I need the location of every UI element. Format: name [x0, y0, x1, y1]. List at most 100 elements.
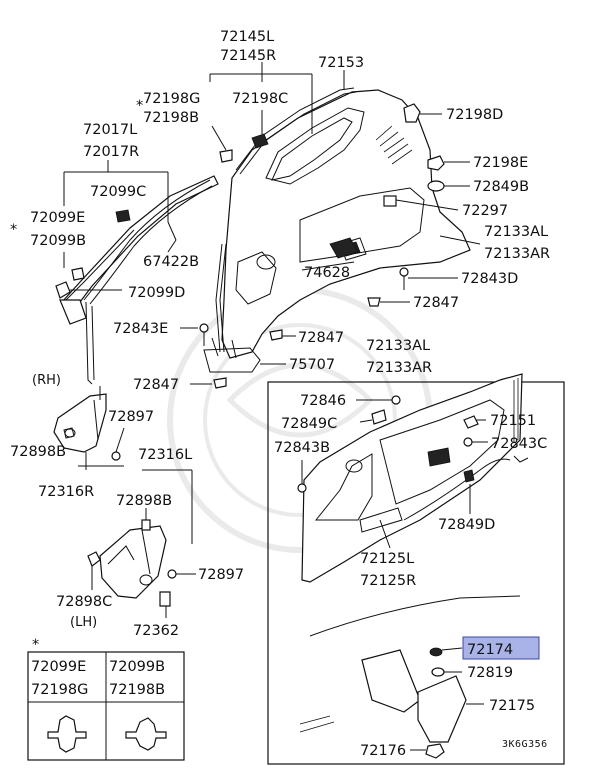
label-74628: 74628: [304, 265, 350, 281]
clip-72198e: [427, 155, 470, 171]
clip-72847-top: [367, 297, 410, 307]
leader-72297: [383, 195, 459, 211]
label-72897-low: 72897: [198, 567, 244, 583]
pillar-trim-72017: [59, 175, 219, 385]
label-72174: 72174: [467, 642, 513, 658]
clip-72099d: [55, 281, 122, 299]
screw-72897-low: [167, 569, 196, 579]
leader-72125: [379, 519, 391, 549]
clip-72898c: [87, 551, 101, 590]
clip-picture-2: [125, 717, 167, 751]
label-72099b: 72099B: [30, 233, 86, 249]
label-72847-low: 72847: [133, 377, 179, 393]
label-72099d: 72099D: [128, 285, 185, 301]
clip-picture-1: [47, 715, 87, 753]
table-r1c1b: 72198G: [31, 682, 88, 698]
label-72843d: 72843D: [461, 271, 518, 287]
rear-panel-detail: [299, 595, 521, 743]
label-72316r: 72316R: [38, 484, 94, 500]
clip-72819: [431, 667, 462, 677]
clip-72198d: [403, 103, 442, 123]
clip-72198c: [251, 110, 269, 149]
clip-72847-low: [190, 377, 227, 389]
screw-72897-top: [111, 427, 125, 461]
label-72198e: 72198E: [473, 155, 528, 171]
leader-72133a-top: [439, 235, 481, 245]
label-72198b: 72198B: [143, 110, 199, 126]
label-72133ar-box: 72133AR: [366, 360, 432, 376]
label-72897-top: 72897: [108, 409, 154, 425]
screw-72843c: [463, 437, 529, 463]
label-72198g: 72198G: [143, 91, 200, 107]
clip-72099e: [71, 267, 85, 281]
step-trim-rh: [53, 386, 124, 470]
detail-box: [267, 381, 565, 765]
screw-72843b: [297, 460, 307, 493]
legend-table: [27, 651, 185, 761]
label-rh: (RH): [32, 373, 61, 388]
label-72153: 72153: [318, 55, 364, 71]
clip-72198g-b: [211, 125, 233, 163]
label-72125l: 72125L: [360, 551, 414, 567]
label-72099c: 72099C: [90, 184, 146, 200]
label-72849d: 72849D: [438, 517, 495, 533]
label-72176: 72176: [360, 743, 406, 759]
cap-72176: [410, 743, 445, 759]
label-72145r: 72145R: [220, 48, 276, 64]
label-72198d: 72198D: [446, 107, 503, 123]
screw-72843e: [180, 323, 209, 346]
label-72847-mid: 72847: [298, 330, 344, 346]
step-trim-lh: [99, 519, 167, 599]
label-72099e: 72099E: [30, 210, 85, 226]
label-72847-top: 72847: [413, 295, 459, 311]
label-72151: 72151: [490, 413, 536, 429]
clip-72846: [356, 395, 401, 405]
label-72175: 72175: [489, 698, 535, 714]
label-72898c: 72898C: [56, 594, 112, 610]
label-72198c: 72198C: [232, 91, 288, 107]
label-72819: 72819: [467, 665, 513, 681]
clip-72849d: [463, 469, 475, 514]
label-72017l: 72017L: [83, 122, 137, 138]
table-r1c2b: 72198B: [109, 682, 165, 698]
figure-code: 3K6G356: [502, 739, 548, 750]
label-72017r: 72017R: [83, 144, 139, 160]
label-72846: 72846: [300, 393, 346, 409]
screw-72843d: [399, 267, 458, 290]
label-72843e: 72843E: [113, 321, 168, 337]
bracket-72362: [159, 591, 171, 618]
clip-72099c: [115, 209, 131, 223]
bracket-72198: [209, 62, 345, 134]
star-table: *: [32, 637, 39, 653]
clip-72849c: [359, 409, 387, 425]
bracket-72017: [63, 160, 177, 268]
label-72145l: 72145L: [220, 29, 274, 45]
clip-72847-mid: [269, 329, 296, 341]
label-72133ar-top: 72133AR: [484, 246, 550, 262]
label-72849c: 72849C: [281, 416, 337, 432]
label-67422b: 67422B: [143, 254, 199, 270]
label-72316l: 72316L: [138, 447, 192, 463]
label-72125r: 72125R: [360, 573, 416, 589]
label-75707: 75707: [289, 357, 335, 373]
label-72843b: 72843B: [274, 440, 330, 456]
label-72133al-top: 72133AL: [484, 224, 548, 240]
label-72898b-mid: 72898B: [116, 493, 172, 509]
label-72297: 72297: [462, 203, 508, 219]
clip-72151: [463, 415, 486, 429]
label-72843c: 72843C: [491, 436, 547, 452]
bracket-72316l: [142, 469, 193, 544]
label-lh: (LH): [70, 615, 97, 630]
label-72362: 72362: [133, 623, 179, 639]
clip-72849b: [427, 180, 470, 192]
clip-72174: [429, 647, 463, 657]
star-top: *: [136, 98, 143, 114]
label-72849b: 72849B: [473, 179, 529, 195]
leader-74628: [301, 237, 359, 271]
table-r1c2a: 72099B: [109, 659, 165, 675]
table-r1c1a: 72099E: [31, 659, 86, 675]
highlight-72174: [462, 636, 540, 660]
label-72898b-top: 72898B: [10, 444, 66, 460]
upper-quarter-trim: [203, 87, 471, 373]
